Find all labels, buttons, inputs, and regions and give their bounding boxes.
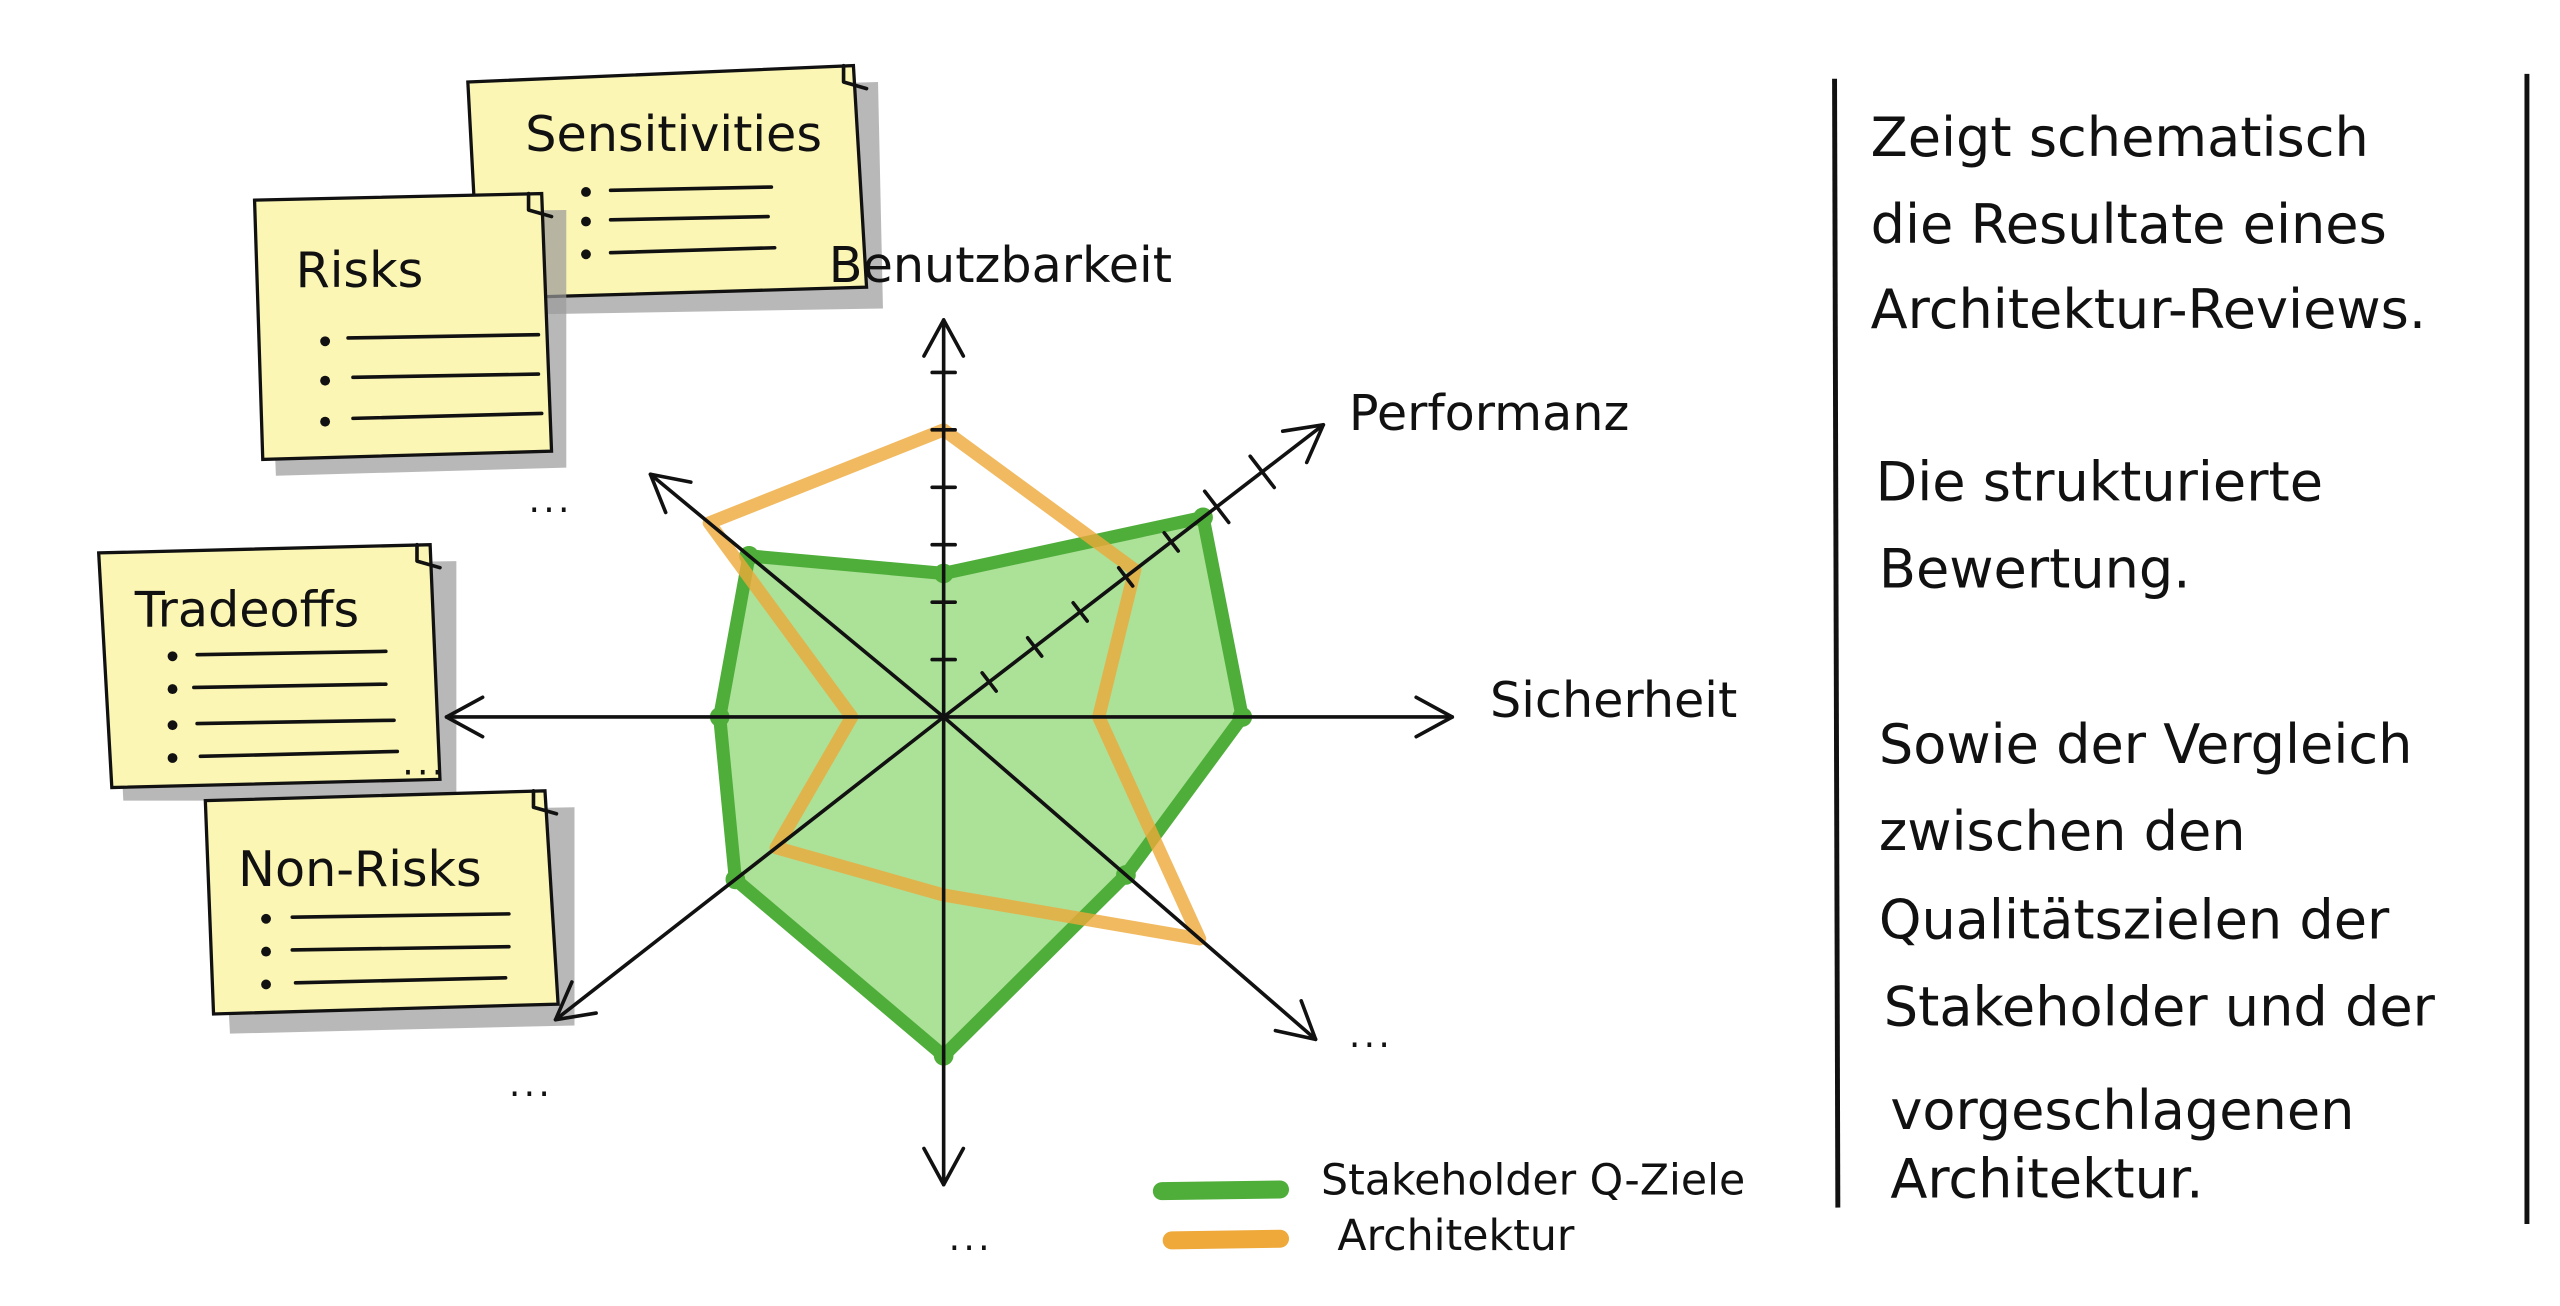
axis-arrowhead-icon [922, 318, 966, 358]
description-line: Architektur. [1890, 1148, 2203, 1211]
bullet-list-icon [320, 332, 544, 427]
legend-swatch-architektur [1162, 1229, 1290, 1250]
description-line: Die strukturierte [1876, 450, 2323, 513]
axis-label-ellipsis: ... [1349, 1014, 1393, 1056]
radar-chart [444, 318, 1455, 1187]
description-line: Architektur-Reviews. [1871, 278, 2426, 341]
axis-arrowhead-icon [922, 1146, 966, 1187]
axis-arrowhead-icon [1273, 999, 1318, 1042]
axis-label-performanz: Performanz [1349, 384, 1629, 442]
axis-label-ellipsis: ... [949, 1217, 993, 1259]
axis-tick [1025, 636, 1044, 658]
description-line: zwischen den [1879, 800, 2246, 863]
bullet-list-icon [581, 185, 777, 260]
bullet-list-icon [167, 649, 400, 763]
axis-line [553, 715, 946, 1022]
axis-label-benutzbarkeit: Benutzbarkeit [829, 236, 1172, 294]
note-title: Tradeoffs [134, 581, 359, 639]
axis-arrowhead-icon [1414, 695, 1455, 739]
sticky-note-non-risks: Non-Risks [203, 789, 575, 1034]
legend-label-stakeholder: Stakeholder Q-Ziele [1321, 1155, 1745, 1205]
description-line: Zeigt schematisch [1871, 106, 2369, 169]
bullet-list-icon [261, 912, 511, 990]
sticky-note-risks: Risks [252, 191, 567, 476]
axis-tick [1071, 601, 1089, 623]
sticky-note-tradeoffs: Tradeoffs [96, 542, 457, 801]
description-line: Bewertung. [1879, 537, 2191, 600]
axis-label-sicherheit: Sicherheit [1490, 671, 1737, 729]
axis-label-ellipsis: ... [509, 1063, 553, 1105]
axis-line [648, 472, 946, 719]
axis-tick [1202, 489, 1231, 525]
legend-label-architektur: Architektur [1337, 1211, 1574, 1261]
note-title: Non-Risks [238, 840, 482, 898]
sticky-note-sensitivities: Sensitivities [466, 63, 883, 316]
axis-tick [980, 671, 998, 693]
axis-line [941, 715, 1318, 1042]
axis-label-ellipsis: ... [529, 479, 573, 521]
description-text: Zeigt schematisch die Resultate eines Ar… [1871, 106, 2436, 1211]
note-title: Sensitivities [525, 105, 822, 163]
axis-arrowhead-icon [648, 472, 693, 515]
axis-line [941, 422, 1326, 719]
description-line: die Resultate eines [1871, 193, 2387, 256]
description-line: Qualitätszielen der [1879, 888, 2390, 951]
legend: Stakeholder Q-Ziele Architektur [1152, 1155, 1745, 1261]
axis-arrowhead-icon [444, 695, 485, 739]
divider-left [1832, 78, 1841, 1208]
description-line: Stakeholder und der [1884, 975, 2436, 1038]
axis-arrowhead-icon [1280, 422, 1326, 465]
axis-label-ellipsis: ... [402, 741, 446, 783]
axis-tick [1116, 565, 1135, 588]
description-line: Sowie der Vergleich [1879, 713, 2413, 776]
legend-swatch-stakeholder [1152, 1180, 1290, 1201]
axis-tick [1162, 530, 1181, 553]
note-title: Risks [296, 241, 424, 299]
axis-tick [1248, 454, 1277, 490]
axis-arrowhead-icon [553, 980, 598, 1022]
description-line: vorgeschlagenen [1890, 1079, 2354, 1142]
